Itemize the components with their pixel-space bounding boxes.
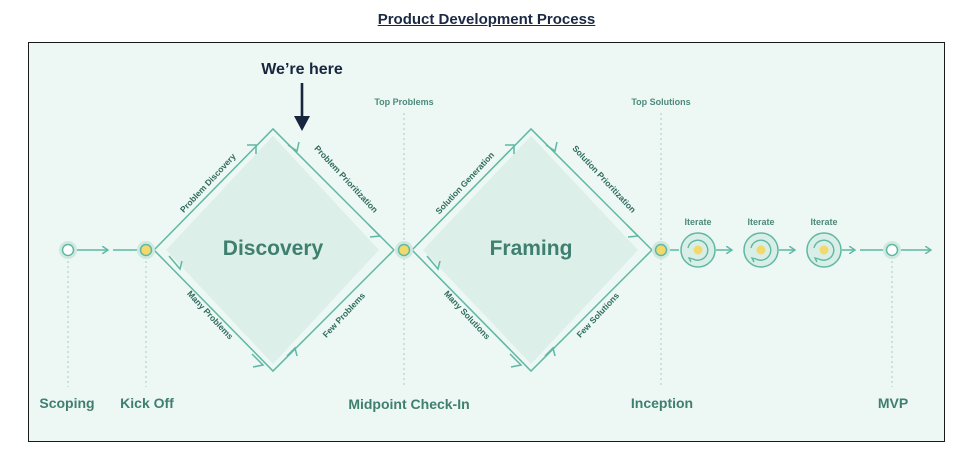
iterate-label: Iterate [810,217,837,227]
node-inception [652,241,670,259]
framing-connectors [411,127,653,373]
iterate-cycle-icon [680,232,716,268]
iterate-label: Iterate [684,217,711,227]
node-scoping [59,241,77,259]
iterate-cycle-icon [806,232,842,268]
framing-bottom-path [411,249,653,373]
discovery-bottom-path [153,249,395,373]
stage-midpoint-label: Midpoint Check-In [348,396,469,412]
discovery-top-path [153,127,395,251]
down-arrow-icon [294,83,310,131]
stage-inception-label: Inception [631,395,693,411]
process-diagram: We’re here Discovery Framing Top Problem… [28,42,945,442]
iterate-cycle-icon [743,232,779,268]
stage-kickoff-label: Kick Off [120,395,174,411]
stage-scoping-label: Scoping [39,395,94,411]
page-title: Product Development Process [377,11,596,28]
framing-diamond [423,136,638,364]
top-solutions-label: Top Solutions [631,97,690,107]
node-kickoff [137,241,155,259]
were-here-label: We’re here [261,61,343,78]
node-mvp [883,241,901,259]
framing-top-path [411,127,653,251]
top-problems-label: Top Problems [374,97,433,107]
framing-title: Framing [490,237,573,260]
discovery-connectors [153,127,395,373]
process-diagram-canvas: We’re here Discovery Framing Top Problem… [39,61,945,412]
stage-mvp-label: MVP [878,395,908,411]
path-arrows [168,141,640,368]
node-midpoint [395,241,413,259]
iterate-label: Iterate [747,217,774,227]
discovery-title: Discovery [223,237,324,260]
discovery-diamond [166,136,379,364]
